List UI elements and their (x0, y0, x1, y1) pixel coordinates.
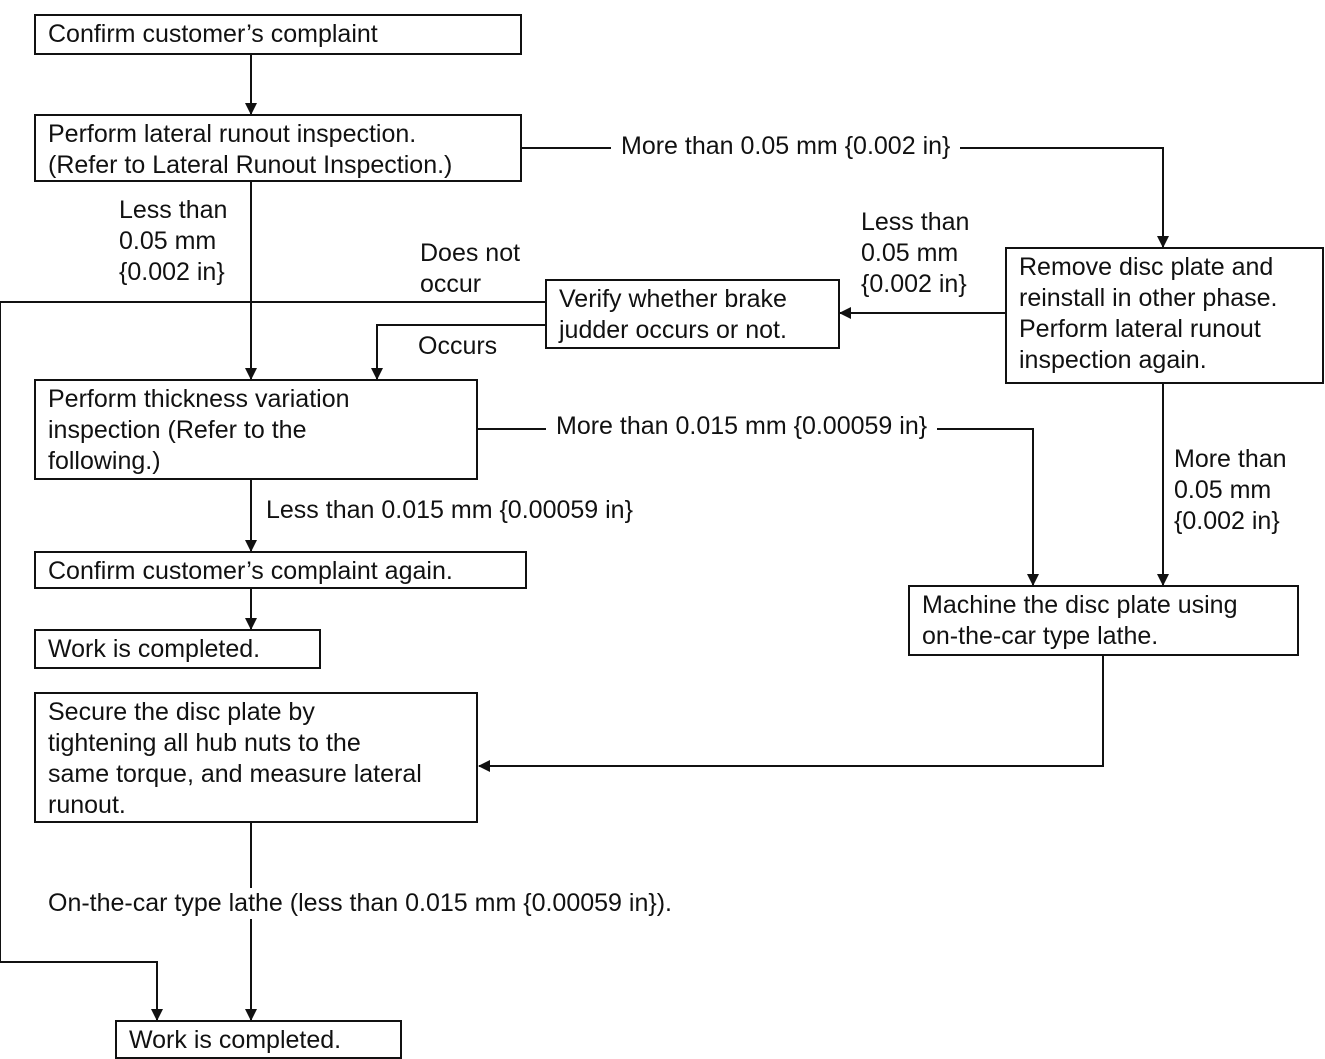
label-reinstall-less-than: Less than 0.05 mm {0.002 in} (861, 208, 970, 298)
label-thickness-more-than: More than 0.015 mm {0.00059 in} (546, 411, 938, 442)
box-confirm-complaint: Confirm customer’s complaint (34, 14, 522, 55)
label-thickness-less-than: Less than 0.015 mm {0.00059 in} (266, 496, 633, 524)
box-secure-disc-plate: Secure the disc plate by tightening all … (34, 692, 478, 823)
box-work-completed-1: Work is completed. (34, 629, 321, 669)
label-does-not-occur: Does not occur (420, 239, 521, 298)
label-runout-less-than: Less than 0.05 mm {0.002 in} (119, 196, 228, 286)
box-work-completed-2: Work is completed. (115, 1020, 402, 1059)
box-thickness-variation-inspection: Perform thickness variation inspection (… (34, 379, 478, 480)
arrow-runout-to-reinstall (521, 147, 1169, 248)
label-reinstall-more-than: More than 0.05 mm {0.002 in} (1174, 445, 1287, 535)
box-verify-brake-judder: Verify whether brake judder occurs or no… (545, 279, 840, 349)
label-lathe-result: On-the-car type lathe (less than 0.015 m… (40, 888, 680, 919)
label-runout-more-than: More than 0.05 mm {0.002 in} (611, 131, 961, 162)
arrow-machine-to-secure (478, 656, 1104, 772)
arrow-verify-occurs-to-thickness (371, 324, 545, 380)
label-occurs: Occurs (418, 332, 498, 360)
box-lateral-runout-inspection: Perform lateral runout inspection. (Refe… (34, 114, 522, 182)
box-machine-disc-plate: Machine the disc plate using on-the-car … (908, 585, 1299, 656)
arrow-verify-not-occur-to-completed (0, 301, 545, 1021)
box-remove-reinstall-disc: Remove disc plate and reinstall in other… (1005, 247, 1324, 384)
box-confirm-complaint-again: Confirm customer’s complaint again. (34, 551, 527, 589)
